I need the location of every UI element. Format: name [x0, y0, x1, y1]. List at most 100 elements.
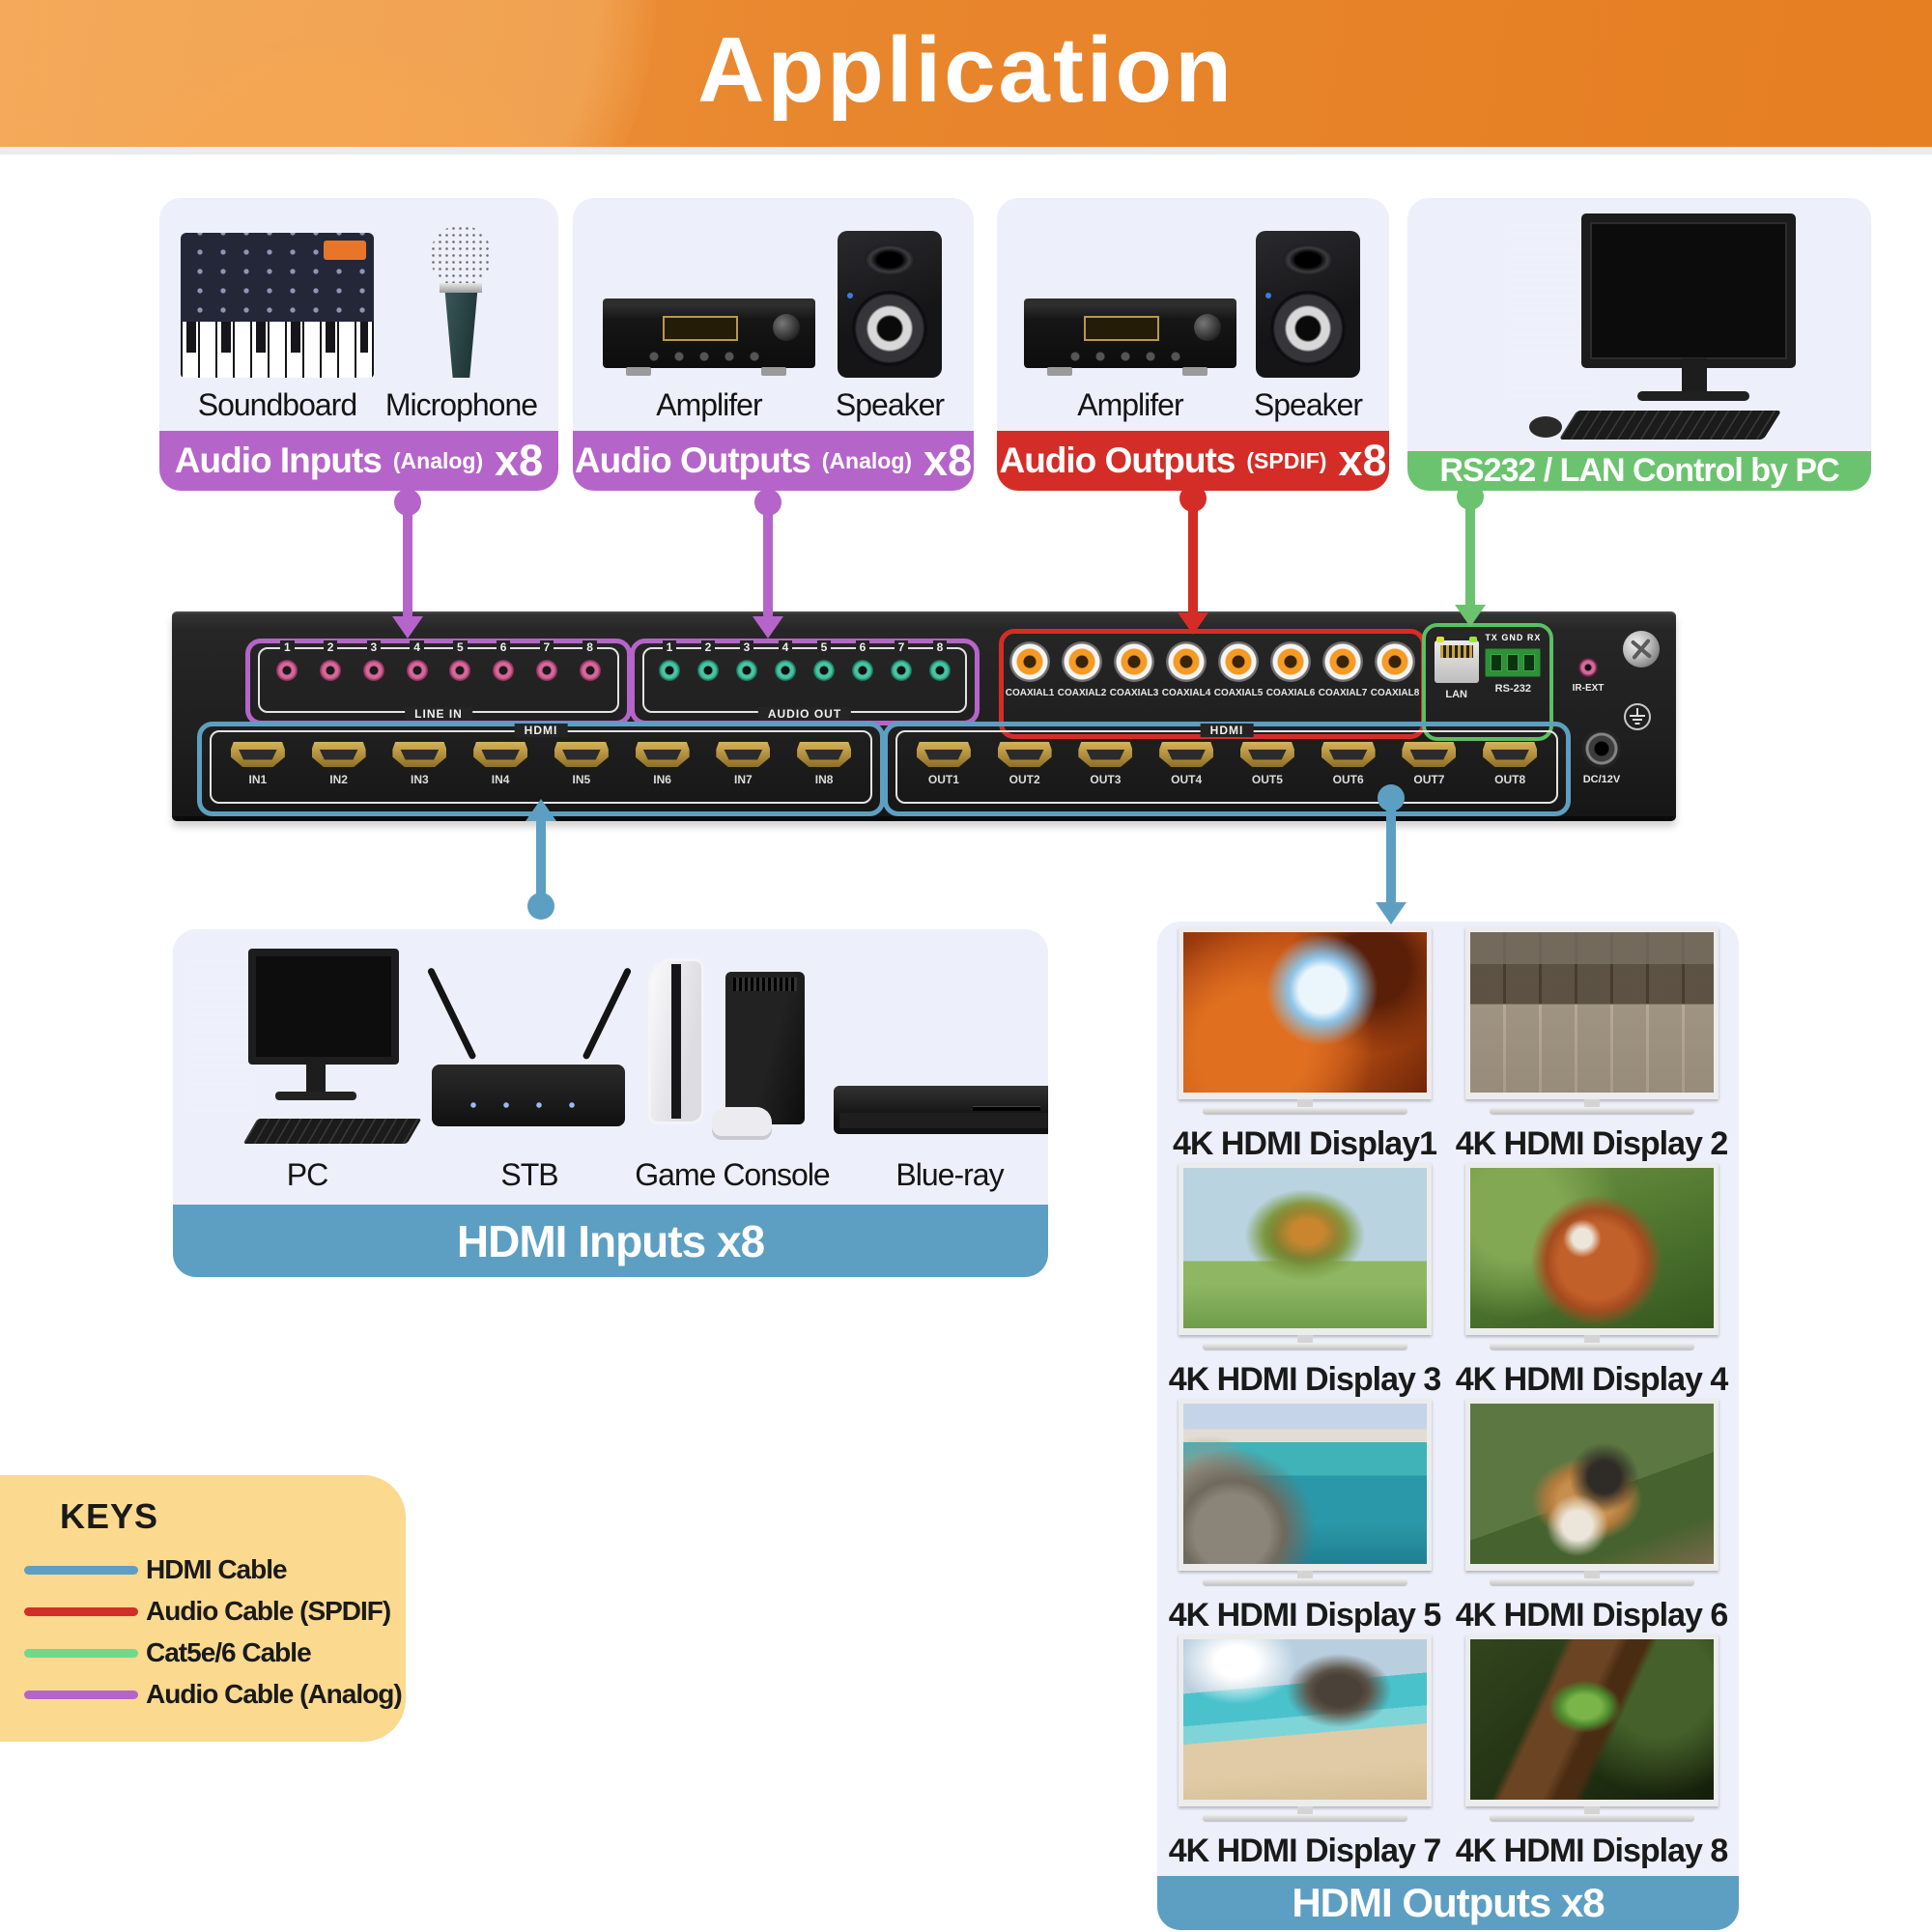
hdmi-port-icon — [916, 742, 971, 767]
key-row: Audio Cable (Analog) — [0, 1679, 406, 1710]
display-caption: 4K HDMI Display 6 — [1455, 1597, 1729, 1634]
audio-out-group: 1 2 3 4 5 6 7 — [630, 639, 980, 725]
analog-in-jack-icon — [449, 660, 471, 681]
display-item: 4K HDMI Display 7 — [1169, 1634, 1441, 1870]
audio-out-port: 3 — [736, 640, 757, 681]
analog-in-jack-icon — [406, 660, 428, 681]
hdmi-port-icon — [716, 742, 771, 767]
stb-antenna — [426, 966, 477, 1061]
amplifier-display — [662, 316, 738, 341]
cable-label: Audio Cable (SPDIF) — [146, 1596, 391, 1626]
stb-lights — [457, 1101, 592, 1109]
bluray-face — [839, 1113, 1048, 1128]
rs232-label: RS-232 — [1494, 683, 1531, 695]
display-image — [1178, 1163, 1432, 1335]
rs232-pins-label: TX GND RX — [1485, 633, 1542, 642]
hdmi-in-port: IN3 — [392, 742, 447, 786]
tv-stand-base — [1489, 1578, 1694, 1585]
audio-inputs-devices: Soundboard Microphone — [159, 198, 558, 431]
analog-in-jack-icon — [535, 660, 557, 681]
pc-monitor — [248, 949, 399, 1065]
hdmi-port-label: IN5 — [572, 773, 591, 786]
speaker-led — [846, 293, 853, 298]
amplifier-knobs — [1062, 351, 1188, 362]
hdmi-out-port: OUT1 — [916, 742, 971, 786]
port-number: 1 — [280, 640, 295, 654]
hdmi-out-port: OUT2 — [997, 742, 1052, 786]
hdmi-in-caption: HDMI — [514, 724, 568, 737]
game-console-item: Game Console — [631, 954, 834, 1193]
stb-antenna — [582, 966, 633, 1061]
display-caption: 4K HDMI Display 5 — [1168, 1597, 1442, 1634]
display-item: 4K HDMI Display 3 — [1169, 1163, 1441, 1399]
display-item: 4K HDMI Display1 — [1172, 927, 1437, 1163]
audio-outputs-analog-devices: Amplifer Speaker — [573, 198, 974, 431]
port-number: 6 — [855, 640, 870, 654]
hdmi-out-port: OUT4 — [1159, 742, 1214, 786]
coaxial-rca-icon — [1375, 641, 1415, 682]
microphone-image — [422, 225, 499, 378]
tv — [1464, 1634, 1719, 1821]
port-number: 8 — [932, 640, 948, 654]
display-caption: 4K HDMI Display 4 — [1455, 1361, 1729, 1398]
pc-monitor-neck — [306, 1065, 326, 1092]
hdmi-in-port: IN5 — [554, 742, 609, 786]
coaxial-label: COAXIAL8 — [1370, 688, 1420, 698]
analog-out-jack-icon — [775, 660, 796, 681]
hdmi-port-icon — [554, 742, 609, 767]
port-number: 4 — [778, 640, 793, 654]
port-number: 7 — [894, 640, 909, 654]
pc-monitor — [1581, 213, 1796, 368]
display-image — [1464, 1399, 1719, 1571]
header-banner: Application — [0, 0, 1932, 147]
amplifier-feet — [1046, 367, 1072, 376]
amplifier-knob — [772, 314, 800, 341]
coaxial-rca-icon — [1270, 641, 1311, 682]
cable-color-swatch — [24, 1648, 138, 1658]
hdmi-port-icon — [1239, 742, 1294, 767]
analog-out-jack-icon — [891, 660, 912, 681]
microphone-body — [444, 293, 478, 378]
speaker-tweeter — [1282, 244, 1333, 275]
hdmi-port-icon — [1159, 742, 1214, 767]
analog-in-jack-icon — [493, 660, 515, 681]
rs232-lan-box: RS232 / LAN Control by PC — [1407, 198, 1871, 491]
hdmi-port-label: OUT5 — [1251, 773, 1283, 786]
display-caption: 4K HDMI Display 7 — [1168, 1833, 1442, 1869]
coaxial-label: COAXIAL3 — [1109, 688, 1159, 698]
line-in-caption: LINE IN — [405, 707, 472, 721]
line-in-port: 3 — [362, 640, 384, 681]
display-image — [1464, 1634, 1719, 1806]
key-row: HDMI Cable — [0, 1554, 406, 1585]
coaxial-rca-icon — [1322, 641, 1363, 682]
tv-stand-base — [1489, 1343, 1694, 1350]
soundboard-image — [180, 233, 374, 378]
coaxial-rca-icon — [1166, 641, 1207, 682]
speaker-caption: Speaker — [835, 387, 945, 422]
screw-icon — [1623, 631, 1660, 668]
hdmi-port-icon — [230, 742, 285, 767]
hdmi-port-icon — [1402, 742, 1457, 767]
coaxial-label: COAXIAL1 — [1005, 688, 1055, 698]
tv-stand-base — [1202, 1814, 1407, 1821]
analog-out-jack-icon — [813, 660, 835, 681]
display-caption: 4K HDMI Display1 — [1172, 1125, 1437, 1162]
tv-stand-base — [1202, 1343, 1407, 1350]
audio-out-port: 5 — [813, 640, 835, 681]
audio-out-port: 6 — [852, 640, 873, 681]
hdmi-port-label: IN6 — [653, 773, 671, 786]
analog-in-jack-icon — [362, 660, 384, 681]
tv — [1464, 1399, 1719, 1585]
lan-cable-arrow — [1455, 483, 1486, 627]
pc-image — [186, 949, 428, 1148]
hdmi-port-label: IN1 — [248, 773, 268, 786]
hdmi-port-icon — [392, 742, 447, 767]
pc-monitor-neck — [1682, 358, 1707, 391]
display-item: 4K HDMI Display 2 — [1456, 927, 1728, 1163]
coaxial-label: COAXIAL5 — [1213, 688, 1264, 698]
hdmi-in-port: IN1 — [230, 742, 285, 786]
speaker-item: Speaker — [1254, 231, 1363, 423]
rs232-port: TX GND RX RS-232 — [1485, 629, 1542, 695]
line-in-port: 7 — [535, 640, 557, 681]
cable-label: Cat5e/6 Cable — [146, 1637, 312, 1667]
